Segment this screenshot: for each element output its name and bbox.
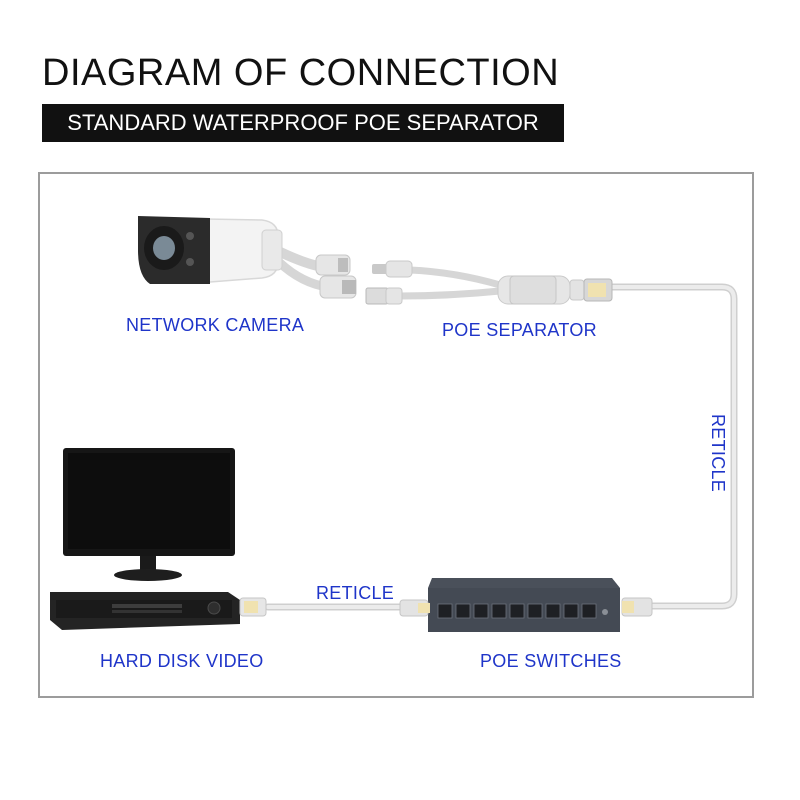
label-poe-separator: POE SEPARATOR <box>442 320 597 340</box>
label-reticle-vertical: RETICLE <box>708 414 728 493</box>
page-title: DIAGRAM OF CONNECTION <box>42 52 560 94</box>
page-subtitle: STANDARD WATERPROOF POE SEPARATOR <box>42 104 564 142</box>
separator-pigtail-dc <box>406 266 504 289</box>
poe-splitter-icon <box>365 260 613 305</box>
separator-pigtail-rj45 <box>396 287 504 300</box>
label-network-camera: NETWORK CAMERA <box>126 315 305 335</box>
label-reticle-horizontal: RETICLE <box>316 583 395 603</box>
diagram-frame <box>38 172 754 698</box>
bullet-camera-icon <box>138 216 283 284</box>
camera-connectors <box>315 254 357 299</box>
cables <box>264 243 738 611</box>
nvr-recorder-icon <box>50 592 267 630</box>
label-poe-switches: POE SWITCHES <box>480 651 622 671</box>
network-switch-icon <box>399 578 653 632</box>
label-hard-disk-video: HARD DISK VIDEO <box>100 651 264 671</box>
monitor-icon <box>63 448 235 581</box>
